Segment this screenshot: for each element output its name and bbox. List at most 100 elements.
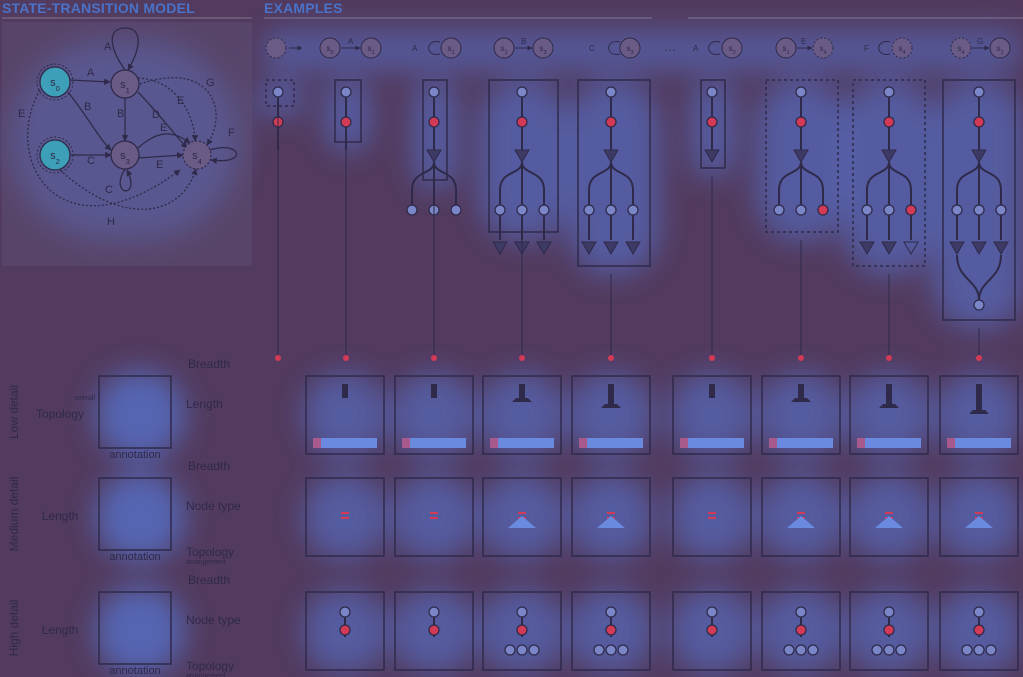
legend-low: BreadthLengthTopologyoverallannotationLo… — [7, 357, 230, 461]
example-state-label: s1 — [996, 44, 1003, 56]
glyph-cell — [761, 375, 841, 455]
transition-edge — [111, 27, 139, 71]
transition-edge — [137, 91, 188, 149]
glow-blob — [95, 472, 185, 562]
tree-node — [706, 624, 718, 636]
tree-node — [593, 644, 605, 656]
legend-left: Length — [42, 509, 79, 523]
example-state — [493, 37, 515, 59]
edge-label: E — [177, 95, 184, 107]
transition-label: E — [801, 37, 806, 46]
tree-node — [905, 204, 917, 216]
glyph-cell — [394, 375, 474, 455]
state-label: s4 — [192, 150, 203, 166]
glyph-stem — [886, 384, 892, 408]
tree-branch — [956, 161, 1002, 191]
tree-arrow-node — [971, 149, 987, 163]
glyph-bar — [975, 512, 983, 514]
glyph-body — [969, 410, 989, 414]
edge-label: E — [160, 122, 167, 134]
example-state — [440, 37, 462, 59]
connector-dot — [608, 355, 614, 361]
annotation-bar — [579, 438, 643, 448]
tree-node — [428, 116, 440, 128]
transition-edge — [137, 77, 199, 142]
glyph-frame — [305, 375, 385, 455]
tree-node — [605, 86, 617, 98]
glyph-stem — [342, 384, 348, 398]
glow-blob — [95, 586, 185, 676]
example-state — [989, 37, 1011, 59]
selection-box — [942, 79, 1016, 321]
glyph-frame — [482, 591, 562, 671]
transition-label: G — [977, 37, 983, 46]
tree-node — [795, 204, 807, 216]
glyph-stem — [431, 384, 437, 398]
tree-node — [706, 606, 718, 618]
annotation-bar — [769, 438, 833, 448]
transition-label: A — [348, 37, 354, 46]
glyph-triangle — [508, 516, 536, 528]
selection-box — [265, 79, 295, 107]
glyph-cell — [761, 591, 841, 671]
tree-node — [795, 644, 807, 656]
tree-node — [516, 644, 528, 656]
glyph-frame — [849, 477, 929, 557]
glyph-frame — [305, 477, 385, 557]
tree-node — [961, 644, 973, 656]
glow-blob — [256, 80, 304, 116]
edge-label: C — [87, 155, 95, 167]
tree-node — [494, 204, 506, 216]
edge-label: D — [152, 109, 160, 121]
glyph-cell — [305, 591, 385, 671]
edge-label: F — [228, 127, 235, 139]
transition-label: A — [412, 44, 418, 53]
connector-dot — [709, 355, 715, 361]
example-state — [950, 37, 972, 59]
glyph-cell — [394, 477, 474, 557]
edge-label: E — [156, 159, 163, 171]
annotation-bar — [947, 438, 1011, 448]
tree-node — [883, 644, 895, 656]
tree-node — [428, 624, 440, 636]
examples-header-rule-right — [688, 17, 1023, 19]
loop — [878, 41, 891, 55]
example-column — [942, 79, 1016, 361]
legend-right: Node type — [186, 613, 241, 627]
glyph-frame — [939, 591, 1019, 671]
state-node — [39, 66, 71, 98]
glyph-triangle — [787, 516, 815, 528]
glyph-stem — [709, 384, 715, 398]
tree-node — [795, 116, 807, 128]
glyph-frame — [571, 591, 651, 671]
glyph-cell — [571, 477, 651, 557]
tree-node — [450, 204, 462, 216]
state-label: s3 — [120, 150, 130, 166]
glyph-frame — [761, 477, 841, 557]
tree-node — [504, 644, 516, 656]
glow-blob — [937, 372, 1021, 458]
annotation-segment — [579, 438, 587, 448]
state-node — [39, 139, 71, 171]
selection-box — [488, 79, 559, 233]
tree-arrow-node — [793, 149, 809, 163]
glyph-cell — [305, 477, 385, 557]
tree-node — [583, 204, 595, 216]
glow-blob — [759, 372, 843, 458]
annotation-segment — [402, 438, 410, 448]
transition-edge — [137, 152, 184, 159]
tree-node — [516, 624, 528, 636]
glyph-cell — [761, 477, 841, 557]
tree-node — [973, 606, 985, 618]
glyph-bar — [885, 512, 893, 514]
glyph-frame — [305, 591, 385, 671]
example-state-label: s1 — [500, 44, 507, 56]
tree-node — [516, 204, 528, 216]
glyph-cell — [305, 375, 385, 455]
glyph-cell — [571, 375, 651, 455]
glyph-bar — [708, 517, 716, 519]
glyph-stem — [519, 384, 525, 402]
example-state-label: s0 — [326, 44, 333, 56]
tree-node — [985, 644, 997, 656]
